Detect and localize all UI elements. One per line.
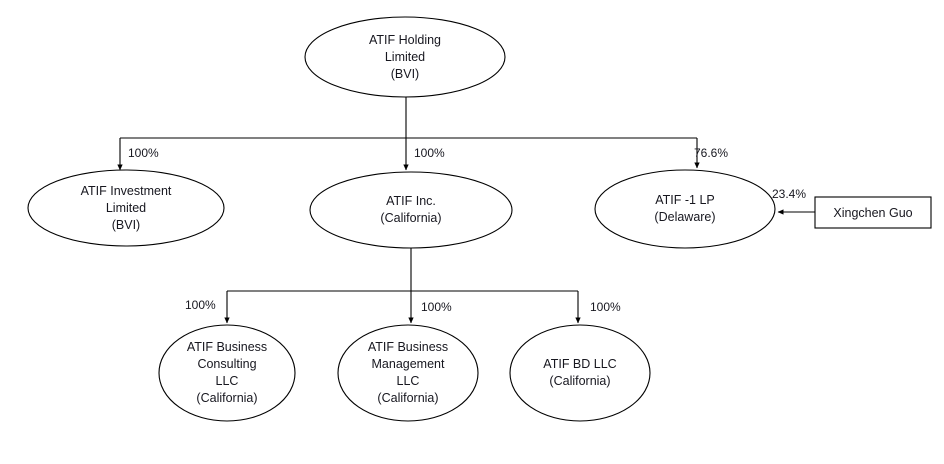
edge-label-atif-inc-to-consulting: 100%: [185, 298, 216, 312]
node-shape-atif-business-consulting-llc: [158, 324, 296, 422]
edge-label-xingchen-guo-to-atif-1-lp: 23.4%: [772, 187, 807, 201]
node-shape-atif-investment-limited: [27, 169, 225, 247]
node-shape-atif-1-lp: [594, 169, 776, 249]
node-shape-atif-bd-llc: [509, 324, 651, 422]
edge-label-holding-to-investment: 100%: [128, 146, 159, 160]
node-shape-atif-business-management-llc: [337, 324, 479, 422]
edge-label-atif-inc-to-management: 100%: [421, 300, 452, 314]
node-shape-atif-holding-limited: [304, 16, 506, 98]
node-label-xingchen-guo: Xingchen Guo: [833, 205, 913, 220]
edge-label-holding-to-atif-1-lp: 76.6%: [694, 146, 729, 160]
edge-label-atif-inc-to-bd: 100%: [590, 300, 621, 314]
node-shape-xingchen-guo: [814, 196, 932, 229]
edge-label-holding-to-atif-inc: 100%: [414, 146, 445, 160]
node-shape-atif-inc: [309, 171, 513, 249]
